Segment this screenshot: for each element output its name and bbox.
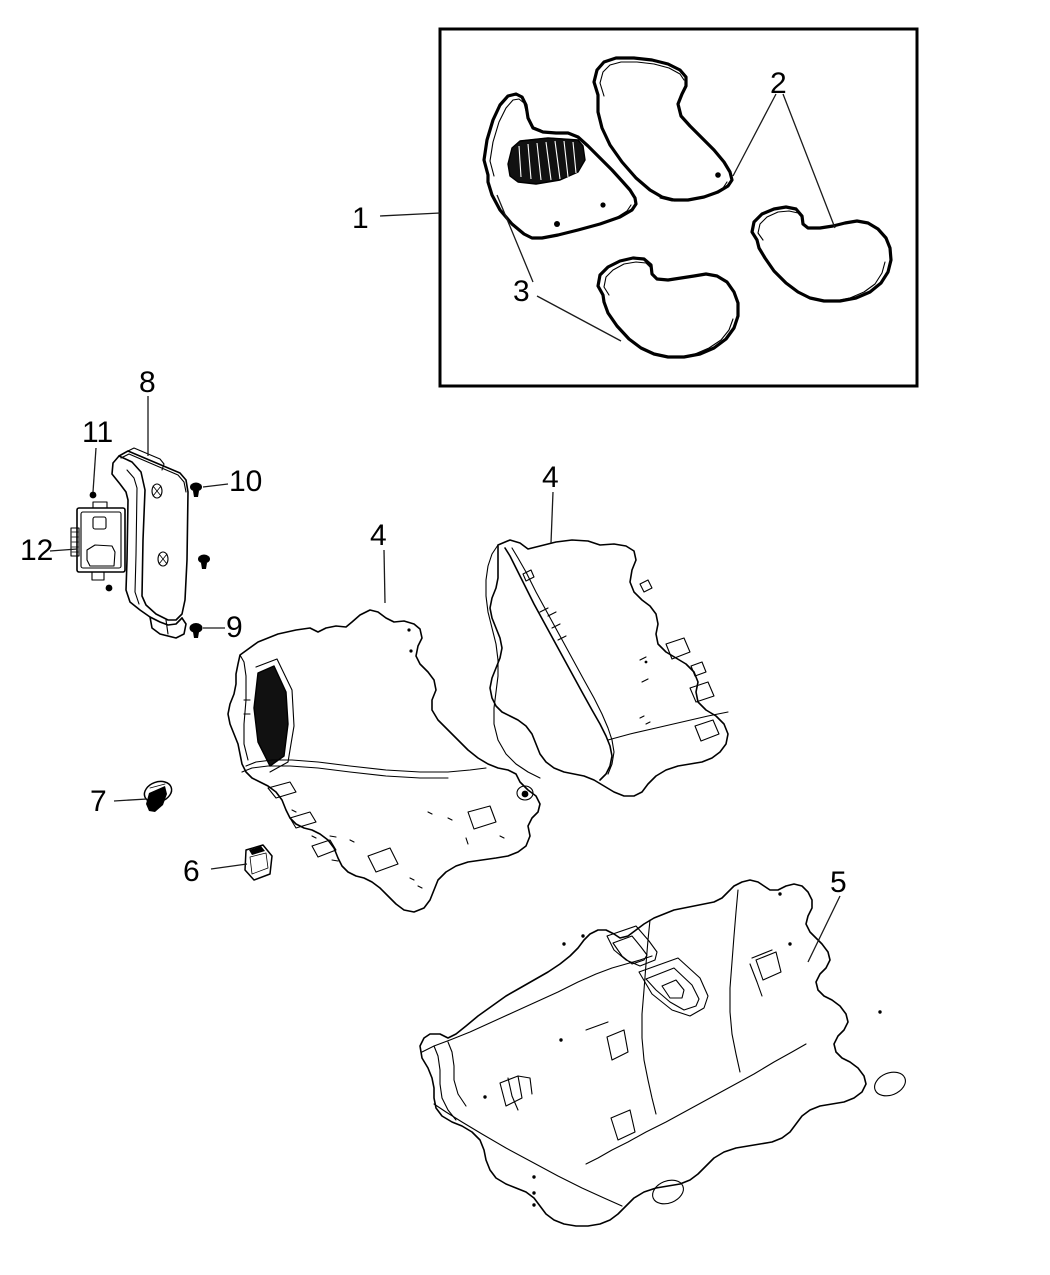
carpet-detail-marks-left	[291, 628, 505, 889]
module-connector-ribs	[70, 527, 80, 557]
quarter-trim-carpet-right	[485, 539, 729, 797]
retainer-clip	[244, 844, 273, 881]
bracket-mounting-hole-upper	[151, 483, 163, 499]
carpet-slits	[507, 949, 773, 1111]
screw-upper	[190, 482, 202, 497]
carpet-slot-cutouts-right	[665, 637, 720, 742]
leader-line-1	[379, 212, 441, 217]
callout-label-4-right: 4	[542, 461, 559, 494]
carpet-anchor-slots	[499, 951, 782, 1141]
push-pin-fastener	[143, 780, 173, 812]
carpet-dot-markers	[483, 892, 882, 1207]
screw-lower	[189, 623, 203, 638]
carpet-vent-louver	[253, 658, 295, 773]
front-driver-floor-mat	[482, 92, 638, 240]
callout-label-1: 1	[352, 202, 369, 235]
leader-lines-box	[496, 93, 836, 342]
trim-panel-bracket	[111, 447, 189, 639]
carpet-slot-cutouts-left	[267, 781, 497, 873]
carpet-oval-holes	[652, 1071, 906, 1205]
callout-label-2: 2	[770, 67, 787, 100]
callout-label-5: 5	[830, 866, 847, 899]
screw-middle	[198, 554, 210, 569]
callout-label-8: 8	[139, 366, 156, 399]
main-floor-carpet	[419, 879, 906, 1227]
callout-label-10: 10	[229, 465, 263, 498]
callout-label-7: 7	[90, 785, 107, 818]
carpet-console-cutouts	[606, 925, 709, 1017]
leader-lines-main	[49, 396, 841, 963]
bracket-mounting-hole-lower	[157, 551, 169, 567]
callout-label-6: 6	[183, 855, 200, 888]
heel-pad-hatching	[518, 140, 577, 181]
rear-floor-mat-left	[596, 256, 740, 359]
carpet-grommet-left-panel	[516, 785, 534, 801]
rear-floor-mat-right	[750, 205, 893, 303]
callout-label-4-left: 4	[370, 519, 387, 552]
electronic-control-module	[70, 501, 126, 581]
callout-label-12: 12	[20, 534, 54, 567]
floor-mat-kit-box	[438, 27, 919, 388]
front-passenger-floor-mat	[592, 56, 734, 202]
callout-label-11: 11	[82, 416, 114, 449]
callout-label-9: 9	[226, 611, 243, 644]
module-locating-dots	[89, 491, 113, 592]
callout-label-3: 3	[513, 275, 530, 308]
carpet-detail-marks-right	[639, 656, 651, 725]
quarter-trim-carpet-left	[227, 609, 541, 913]
